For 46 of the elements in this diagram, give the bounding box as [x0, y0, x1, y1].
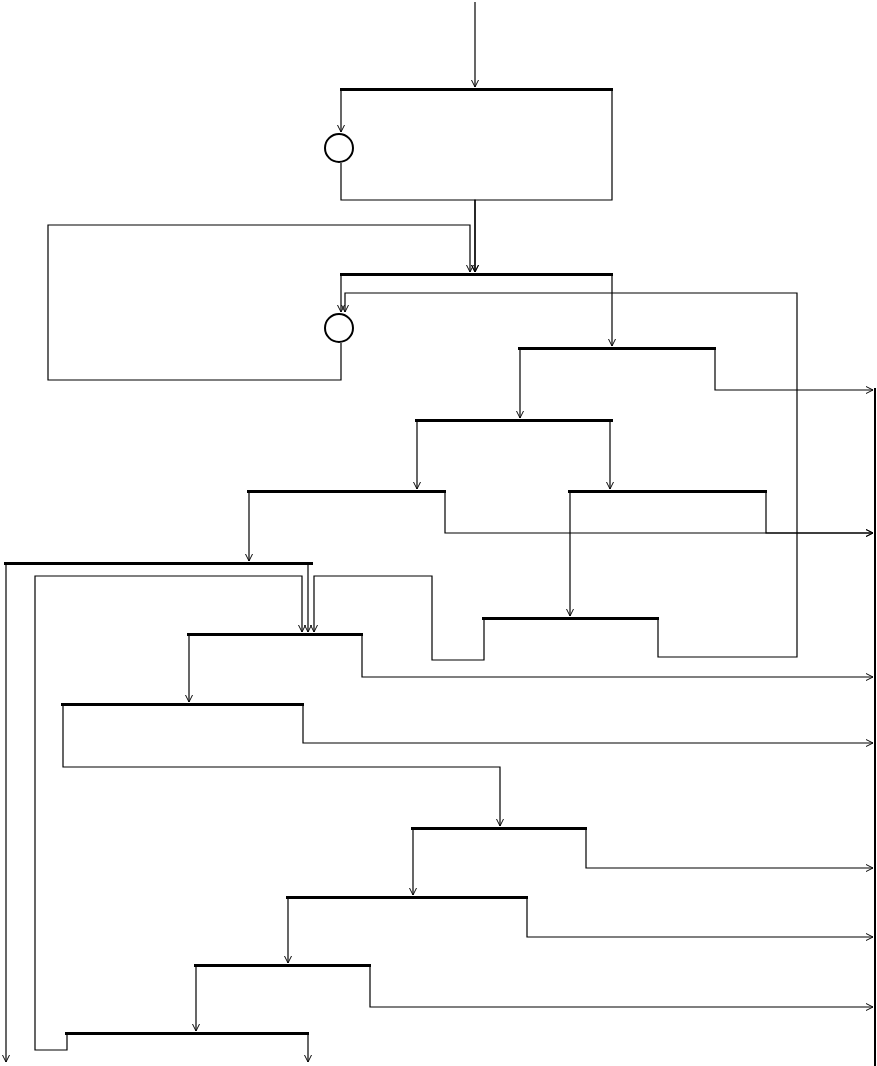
condition-circle	[324, 313, 354, 343]
operator-bar	[4, 562, 313, 565]
arrow	[337, 90, 345, 133]
arrow	[340, 162, 479, 273]
operator-bar	[482, 617, 659, 620]
arrow	[566, 492, 574, 617]
arrow	[310, 575, 485, 661]
operator-bar	[61, 703, 304, 706]
arrow	[606, 421, 614, 490]
arrow	[47, 224, 474, 381]
operator-bar	[65, 1032, 309, 1035]
arrow	[714, 349, 874, 394]
arrow	[284, 898, 292, 964]
operator-bar	[518, 347, 716, 350]
arrow	[526, 898, 874, 941]
operator-bar	[568, 490, 767, 493]
arrow	[192, 966, 200, 1032]
arrow	[34, 575, 306, 1051]
operator-bar	[187, 633, 363, 636]
arrow	[2, 564, 10, 1063]
operator-bar	[247, 490, 446, 493]
arrow	[62, 705, 504, 827]
operator-bar	[411, 827, 587, 830]
operator-bar	[415, 419, 613, 422]
arrow	[608, 275, 616, 347]
arrow	[369, 966, 874, 1011]
arrow	[361, 635, 874, 681]
arrow	[471, 1, 479, 88]
operator-bar	[194, 964, 371, 967]
arrow	[409, 829, 417, 896]
arrow	[585, 829, 874, 872]
arrow	[185, 635, 193, 703]
operator-bar	[286, 896, 528, 899]
arrow	[516, 349, 524, 419]
arrow	[337, 275, 345, 313]
collector-line	[874, 388, 876, 1066]
operator-bar	[340, 273, 613, 276]
arrow	[245, 492, 253, 562]
arrow	[302, 705, 874, 747]
condition-circle	[324, 133, 354, 163]
arrow	[341, 292, 798, 658]
arrow	[413, 421, 421, 490]
arrow	[765, 492, 874, 537]
operator-bar	[340, 88, 613, 91]
arrow	[304, 564, 312, 633]
arrow	[304, 1034, 312, 1063]
